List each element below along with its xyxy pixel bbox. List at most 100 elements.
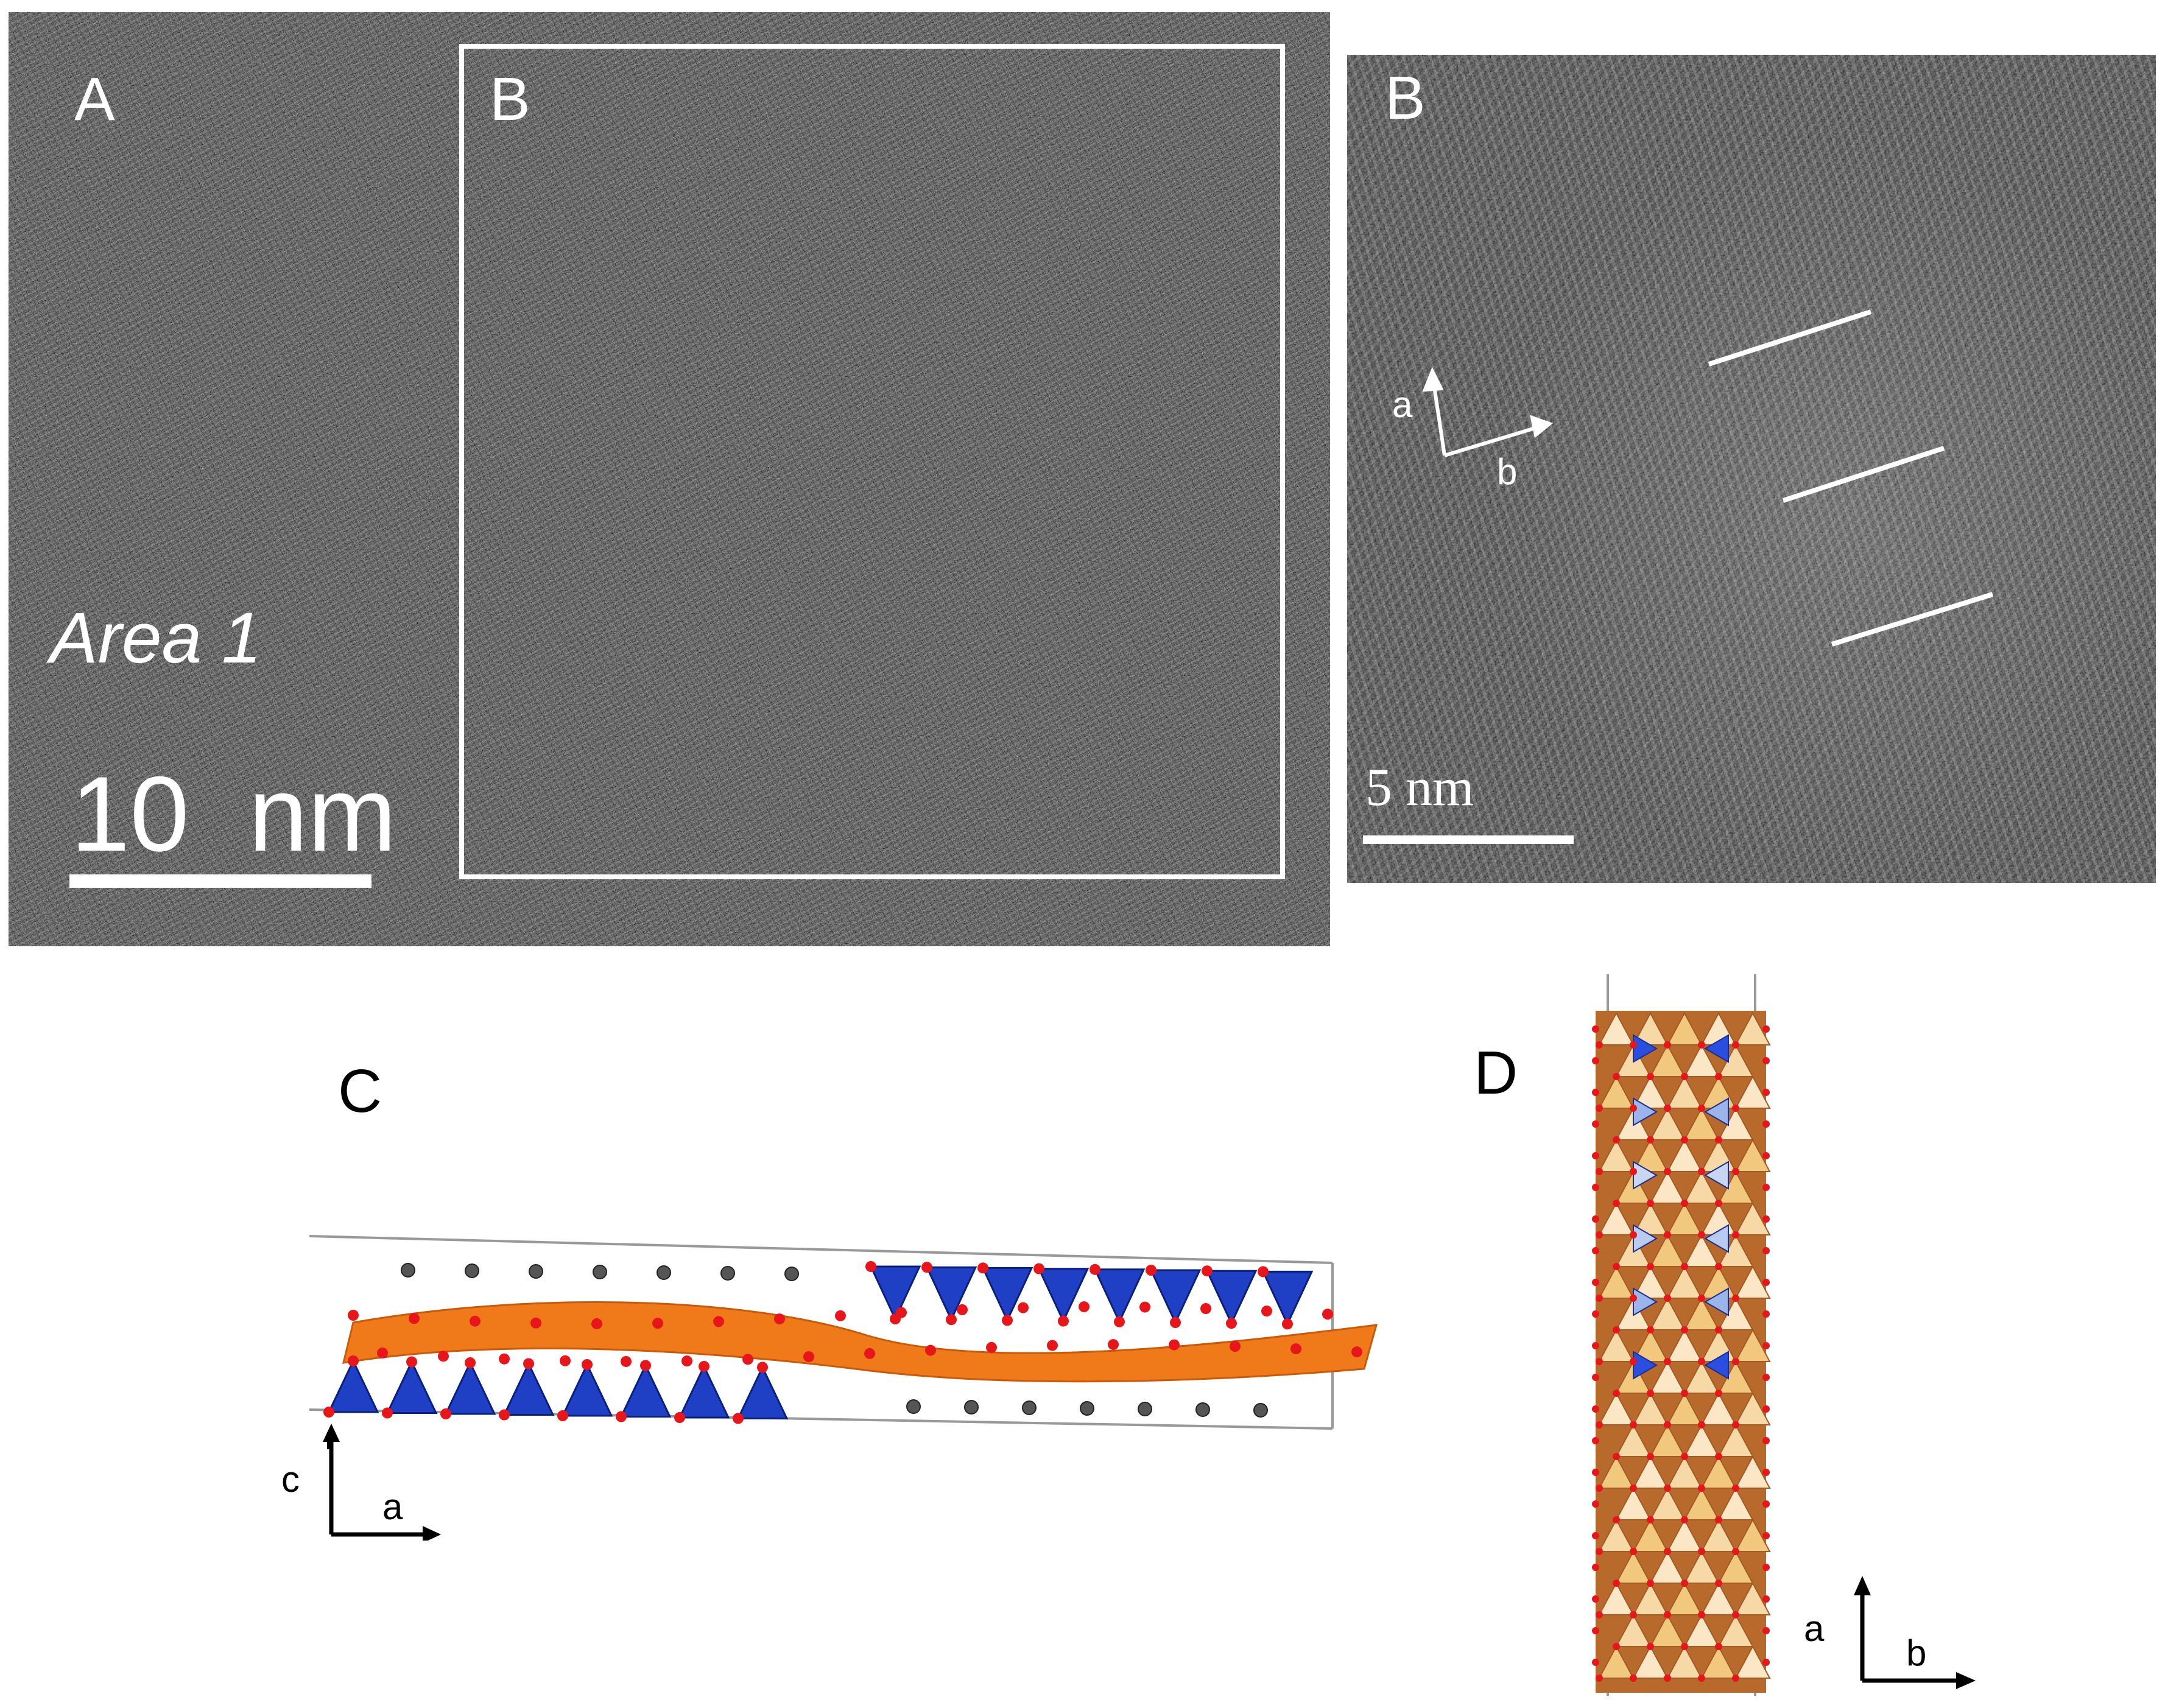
inset-region-label: B <box>490 65 530 133</box>
panel-a-micrograph: A B Area 1 10 nm <box>9 12 1330 946</box>
oxygen-atom <box>1664 1611 1671 1618</box>
oxygen-atom <box>1715 1453 1722 1460</box>
octahedron-tile <box>1734 1075 1771 1109</box>
octahedron-tile <box>1632 1518 1669 1552</box>
oxygen-atom <box>1596 1168 1603 1175</box>
octahedron-tile <box>1598 1138 1635 1172</box>
octahedron-tile <box>1700 1581 1737 1615</box>
octahedron-tile <box>1734 1518 1771 1552</box>
oxygen-atom <box>1664 1105 1671 1112</box>
oxygen-atom <box>438 1351 449 1362</box>
oxygen-atom <box>1058 1315 1069 1327</box>
oxygen-atom <box>1592 1627 1599 1634</box>
panel-d-structure <box>1592 974 1771 1696</box>
axis-label-b-b: b <box>1497 451 1518 492</box>
tetrahedron <box>1704 1351 1729 1380</box>
tetrahedron <box>869 1265 921 1321</box>
oxygen-atom <box>1647 1390 1654 1397</box>
oxygen-atom <box>1596 1675 1603 1682</box>
octahedron-tile <box>1734 1391 1771 1425</box>
oxygen-atom <box>1698 1675 1705 1682</box>
axis-label-d-vertical: a <box>1804 1608 1825 1649</box>
oxygen-atom <box>1664 1548 1671 1555</box>
oxygen-atom <box>1630 1041 1637 1049</box>
oxygen-atom <box>499 1409 510 1421</box>
oxygen-atom <box>1226 1318 1237 1329</box>
octahedron-tile <box>1683 1296 1720 1330</box>
oxygen-atom <box>1630 1421 1637 1429</box>
oxygen-atom <box>1592 1564 1599 1571</box>
oxygen-atom <box>1592 1374 1599 1381</box>
oxygen-atom <box>1762 1342 1770 1349</box>
oxygen-atom <box>1664 1485 1671 1492</box>
oxygen-atom <box>946 1314 957 1326</box>
oxygen-atom <box>1230 1341 1241 1352</box>
octahedron-tile <box>1666 1201 1703 1235</box>
oxygen-atom <box>674 1412 685 1423</box>
oxygen-atom <box>1170 1317 1181 1328</box>
oxygen-atom <box>1698 1548 1705 1555</box>
axis-label-c-vertical: c <box>281 1459 300 1500</box>
interlayer-cation <box>593 1265 607 1279</box>
oxygen-atom <box>1592 1500 1599 1508</box>
oxygen-atom <box>1732 1105 1739 1112</box>
oxygen-atom <box>1630 1295 1637 1302</box>
oxygen-atom <box>1261 1306 1272 1317</box>
octahedron-tile <box>1666 1138 1703 1172</box>
oxygen-atom <box>1630 1231 1637 1239</box>
oxygen-atom <box>640 1360 651 1371</box>
oxygen-atom <box>1647 1263 1654 1270</box>
fault-line-3 <box>1831 592 1994 647</box>
interlayer-cation <box>1022 1400 1037 1415</box>
oxygen-atom <box>1630 1105 1637 1112</box>
panel-a-label: A <box>74 65 115 133</box>
oxygen-atom <box>1079 1301 1090 1313</box>
oxygen-atom <box>1762 1089 1770 1096</box>
oxygen-atom <box>1592 1152 1599 1159</box>
micrograph-texture-b <box>1347 55 2156 883</box>
oxygen-atom <box>1698 1421 1705 1429</box>
interlayer-cation <box>1080 1401 1094 1416</box>
oxygen-atom <box>1002 1315 1013 1326</box>
oxygen-atom <box>1762 1247 1770 1254</box>
octahedron-tile <box>1649 1613 1686 1647</box>
scale-bar-a <box>69 874 371 888</box>
oxygen-atom <box>621 1355 632 1367</box>
octahedron-tile <box>1615 1423 1652 1457</box>
panel-d-label: D <box>1474 1039 1518 1107</box>
oxygen-atom <box>1698 1105 1705 1112</box>
octahedron-tile <box>1632 1645 1669 1679</box>
oxygen-atom <box>616 1411 627 1422</box>
oxygen-atom <box>1592 1437 1599 1444</box>
oxygen-atom <box>1630 1611 1637 1618</box>
oxygen-atom <box>1592 1659 1599 1666</box>
oxygen-atom <box>1592 1279 1599 1286</box>
octahedron-tile <box>1734 1581 1771 1615</box>
oxygen-atom <box>499 1353 510 1365</box>
tetrahedron <box>1205 1270 1258 1326</box>
oxygen-atom <box>1681 1200 1688 1207</box>
oxygen-atom <box>1592 1184 1599 1191</box>
octahedron-tile <box>1717 1550 1754 1584</box>
oxygen-atom <box>1698 1041 1705 1049</box>
oxygen-atom <box>1592 1120 1599 1128</box>
interlayer-cation <box>657 1265 671 1280</box>
oxygen-atom <box>465 1357 476 1368</box>
oxygen-atom <box>1762 1025 1770 1033</box>
oxygen-atom <box>1033 1263 1044 1274</box>
oxygen-atom <box>1647 1516 1654 1523</box>
tetrahedron <box>444 1360 496 1415</box>
oxygen-atom <box>1613 1326 1620 1334</box>
oxygen-atom <box>348 1310 359 1321</box>
oxygen-atom <box>1169 1339 1180 1351</box>
oxygen-atom <box>1681 1326 1688 1334</box>
oxygen-atom <box>1681 1390 1688 1397</box>
area-label: Area 1 <box>50 598 262 678</box>
oxygen-atom <box>1613 1453 1620 1460</box>
octahedron-tile <box>1666 1265 1703 1299</box>
oxygen-atom <box>1630 1548 1637 1555</box>
octahedron-tile <box>1598 1581 1635 1615</box>
oxygen-atom <box>1592 1057 1599 1064</box>
oxygen-atom <box>1664 1168 1671 1175</box>
oxygen-atom <box>1596 1041 1603 1049</box>
